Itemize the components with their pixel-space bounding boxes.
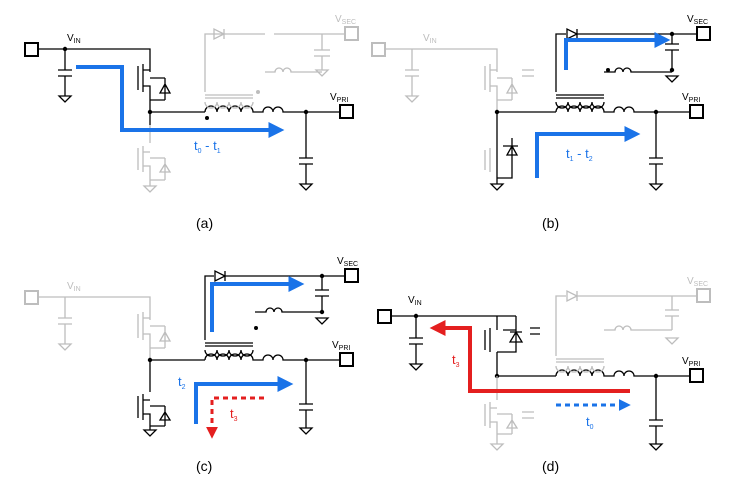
svg-text:VPRI: VPRI: [682, 92, 700, 104]
caption-b: (b): [542, 215, 559, 231]
vin-terminal: [24, 42, 39, 57]
svg-text:VSEC: VSEC: [335, 14, 356, 26]
panel-c: VIN VPRI VSEC t2 t3 (c): [24, 256, 359, 474]
caption-d: (d): [542, 458, 559, 474]
svg-text:t0: t0: [586, 414, 594, 431]
svg-text:VPRI: VPRI: [330, 92, 348, 104]
svg-text:VIN: VIN: [423, 33, 437, 45]
current-flow-arrow: [76, 65, 285, 138]
panel-d: VIN VPRI VSEC t3 t0 (d): [377, 276, 711, 474]
panel-b: VIN VPRI VSEC t1 - t2 (b): [371, 14, 711, 231]
svg-text:t3: t3: [452, 352, 460, 369]
svg-text:VPRI: VPRI: [332, 340, 350, 352]
svg-text:VPRI: VPRI: [682, 356, 700, 368]
svg-text:VIN: VIN: [67, 33, 81, 45]
panel-a: VIN VPRI VSEC t0 - t1 (a): [24, 14, 359, 231]
svg-text:VSEC: VSEC: [337, 256, 358, 268]
svg-text:t1 - t2: t1 - t2: [566, 146, 593, 163]
svg-text:VSEC: VSEC: [687, 14, 708, 26]
svg-text:VIN: VIN: [408, 295, 422, 307]
svg-text:t3: t3: [230, 406, 238, 423]
svg-text:t0 - t1: t0 - t1: [194, 138, 221, 155]
svg-text:VIN: VIN: [67, 281, 81, 293]
svg-text:t2: t2: [178, 374, 186, 391]
caption-a: (a): [196, 215, 213, 231]
caption-c: (c): [196, 458, 212, 474]
svg-text:VSEC: VSEC: [687, 276, 708, 288]
